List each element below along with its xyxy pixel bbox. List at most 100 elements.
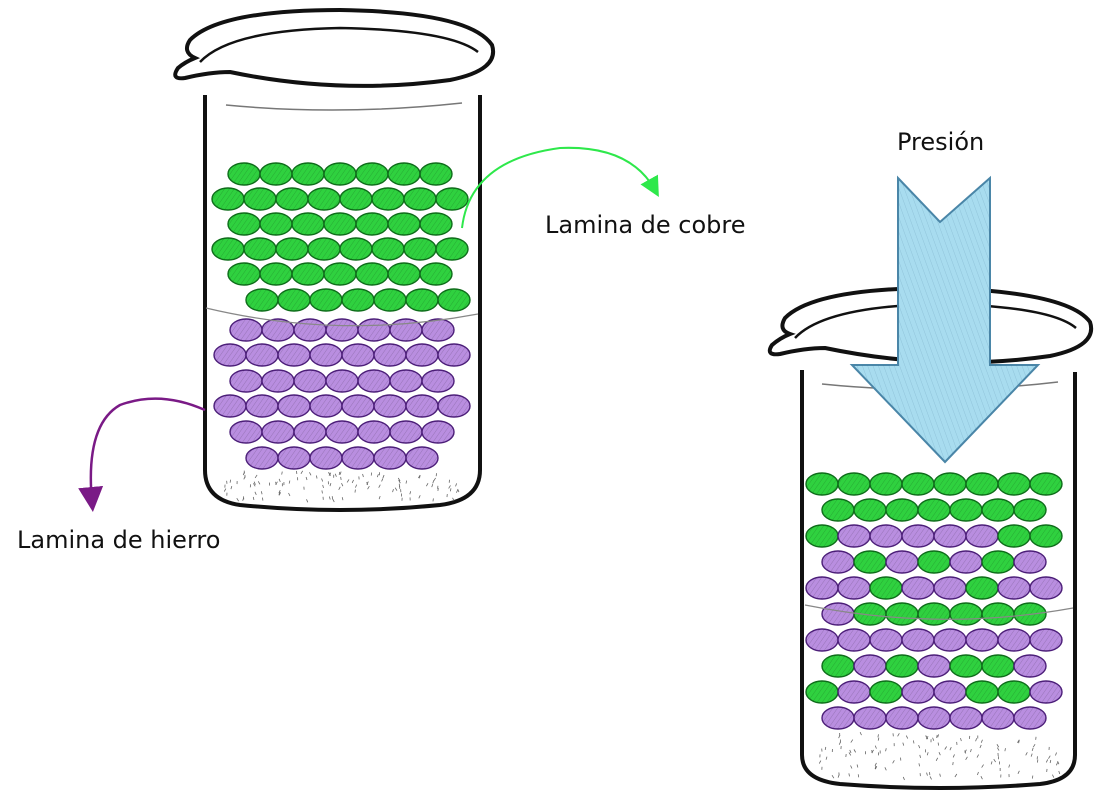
sediment-speck <box>426 483 429 487</box>
sediment-speck <box>965 756 968 761</box>
sediment-speck <box>355 484 358 488</box>
sediment-speck <box>856 764 859 768</box>
sediment-speck <box>979 744 982 749</box>
sediment-speck <box>260 491 263 495</box>
sediment-speck <box>432 480 435 484</box>
copper-particle-texture <box>966 681 998 703</box>
sediment-speck <box>1055 752 1057 756</box>
iron-particle-texture <box>310 447 342 469</box>
iron-particle-texture <box>854 655 886 677</box>
sediment-speck <box>874 765 877 770</box>
sediment-speck <box>253 483 256 487</box>
iron-particle-texture <box>326 421 358 443</box>
iron-particle-texture <box>262 319 294 341</box>
sediment-speck <box>996 747 1000 751</box>
sediment-speck <box>1004 748 1006 752</box>
copper-particle-texture <box>870 577 902 599</box>
sediment-speck <box>223 488 227 492</box>
iron-particle-texture <box>902 525 934 547</box>
copper-particle-texture <box>950 603 982 625</box>
iron-particle-texture <box>1014 551 1046 573</box>
iron-particle-texture <box>374 447 406 469</box>
iron-particle-texture <box>342 395 374 417</box>
sediment-speck <box>449 488 452 492</box>
pressure-arrow-texture <box>852 178 1038 462</box>
copper-particle-texture <box>998 525 1030 547</box>
iron-particle-texture <box>262 421 294 443</box>
sediment-speck <box>334 473 337 477</box>
sediment-speck <box>288 480 291 484</box>
sediment-speck <box>1052 774 1055 778</box>
sediment-speck <box>281 471 283 475</box>
sediment-speck <box>366 481 369 485</box>
copper-particle-texture <box>982 499 1014 521</box>
sediment-speck <box>831 774 835 779</box>
sediment-speck <box>938 752 941 756</box>
copper-particle-texture <box>356 163 388 185</box>
sediment-speck <box>850 765 853 769</box>
iron-particle-texture <box>902 577 934 599</box>
sediment-speck <box>932 737 935 741</box>
sediment-speck <box>824 746 827 750</box>
sediment-speck <box>825 756 828 760</box>
copper-label: Lamina de cobre <box>545 211 746 239</box>
sediment-speck <box>1057 761 1060 765</box>
iron-label-arrow <box>78 397 206 512</box>
sediment-speck <box>1045 759 1049 763</box>
sediment-speck <box>405 480 408 484</box>
sediment-speck <box>257 481 261 485</box>
iron-particle-texture <box>374 395 406 417</box>
sediment-speck <box>346 479 350 483</box>
sediment-speck <box>338 471 341 475</box>
sediment-speck <box>838 734 841 739</box>
beaker-left-particles <box>211 162 471 470</box>
sediment-speck <box>1017 770 1020 774</box>
sediment-speck <box>376 473 379 478</box>
sediment-speck <box>341 483 344 487</box>
copper-particle-texture <box>404 188 436 210</box>
copper-particle-texture <box>886 499 918 521</box>
sediment-speck <box>243 476 246 480</box>
sediment-speck <box>431 483 434 488</box>
copper-particle-texture <box>918 551 950 573</box>
copper-particle-texture <box>246 289 278 311</box>
sediment-speck <box>1008 764 1011 768</box>
sediment-speck <box>362 473 364 478</box>
iron-particle-texture <box>406 447 438 469</box>
sediment-speck <box>254 491 257 496</box>
sediment-speck <box>397 477 401 482</box>
sediment-speck <box>960 737 962 742</box>
iron-particle-texture <box>422 421 454 443</box>
sediment-speck <box>848 773 850 777</box>
copper-particle-texture <box>436 188 468 210</box>
copper-particle-texture <box>1030 525 1062 547</box>
iron-particle-texture <box>806 629 838 651</box>
sediment-speck <box>338 486 341 491</box>
sediment-speck <box>977 771 979 776</box>
beaker-left-mid-line <box>205 307 479 327</box>
copper-particle-texture <box>388 163 420 185</box>
sediment-speck <box>954 773 958 778</box>
iron-particle-texture <box>422 319 454 341</box>
copper-particle-texture <box>308 188 340 210</box>
copper-particle-texture <box>212 188 244 210</box>
sediment-speck <box>448 485 451 489</box>
copper-particle-texture <box>436 238 468 260</box>
copper-particle-texture <box>950 499 982 521</box>
iron-particle-texture <box>934 629 966 651</box>
sediment-speck <box>394 487 398 491</box>
iron-particle-texture <box>838 577 870 599</box>
iron-particle-texture <box>230 370 262 392</box>
iron-particle-texture <box>838 681 870 703</box>
beaker-right-particles <box>805 472 1063 730</box>
copper-particle-texture <box>918 499 950 521</box>
sediment-speck <box>398 479 401 484</box>
sediment-speck <box>976 754 979 758</box>
iron-label: Lamina de hierro <box>17 526 220 554</box>
sediment-speck <box>874 762 877 767</box>
sediment-speck <box>975 738 978 742</box>
sediment-speck <box>850 739 854 743</box>
sediment-speck <box>877 737 880 741</box>
sediment-speck <box>838 741 842 745</box>
